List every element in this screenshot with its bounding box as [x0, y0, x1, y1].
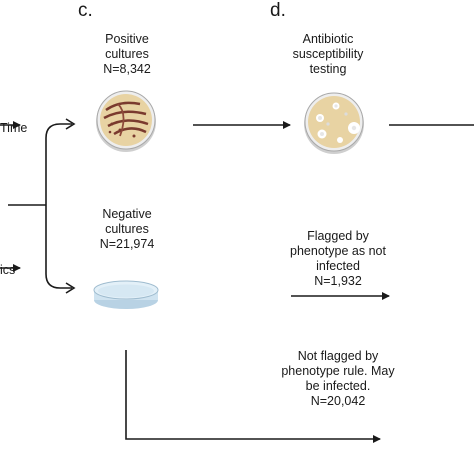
- ast-dish: [304, 92, 364, 154]
- ast-label: Antibiotic susceptibility testing: [270, 32, 386, 77]
- not-flagged-line2: phenotype rule. May: [281, 364, 395, 378]
- negative-line1: Negative: [102, 207, 152, 221]
- positive-line2: cultures: [105, 47, 149, 61]
- flagged-count: N=1,932: [314, 274, 362, 288]
- positive-culture-dish: [96, 90, 156, 152]
- flagged-line1: Flagged by: [307, 229, 369, 243]
- positive-line1: Positive: [105, 32, 149, 46]
- flagged-line3: infected: [316, 259, 360, 273]
- negative-line2: cultures: [105, 222, 149, 236]
- negative-count: N=21,974: [99, 237, 155, 251]
- panel-label-d: d.: [270, 0, 286, 21]
- positive-cultures-label: Positive cultures N=8,342: [78, 32, 176, 77]
- split-arrow-top: [65, 118, 76, 130]
- negative-culture-dish: [93, 280, 159, 309]
- not-flagged-line1: Not flagged by: [297, 349, 379, 363]
- not-flagged-line3: be infected.: [305, 379, 371, 393]
- not-flagged-arrow: [125, 350, 381, 443]
- not-flagged-label: Not flagged by phenotype rule. May be in…: [270, 349, 406, 409]
- split-arrow-bottom: [65, 282, 76, 294]
- positive-count: N=8,342: [103, 62, 151, 76]
- panel-label-c: c.: [78, 0, 93, 21]
- flagged-label: Flagged by phenotype as not infected N=1…: [276, 229, 400, 289]
- not-flagged-count: N=20,042: [310, 394, 366, 408]
- negative-cultures-label: Negative cultures N=21,974: [78, 207, 176, 252]
- ast-line3: testing: [309, 62, 347, 76]
- flagged-line2: phenotype as not: [290, 244, 386, 258]
- split-connector: [8, 123, 72, 289]
- ast-line1: Antibiotic: [302, 32, 354, 46]
- ast-line2: susceptibility: [292, 47, 364, 61]
- left-fragment-ics: ics: [0, 263, 16, 277]
